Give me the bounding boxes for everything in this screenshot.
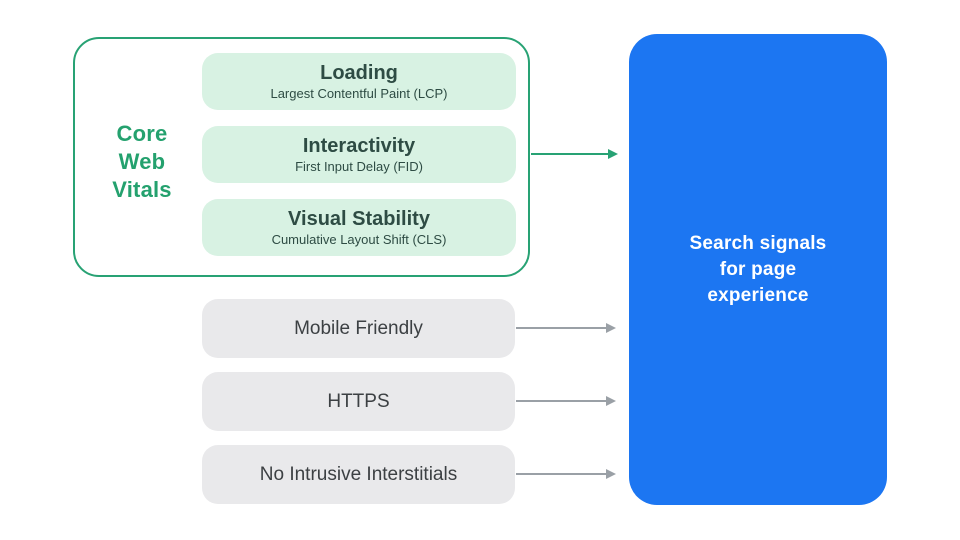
arrow-https-to-result	[516, 396, 616, 406]
metric-title-interactivity: Interactivity	[302, 135, 416, 157]
metric-pill-loading: Loading Largest Contentful Paint (LCP)	[202, 53, 516, 110]
arrow-mobile-friendly-to-result	[516, 323, 616, 333]
metric-pill-interactivity: Interactivity First Input Delay (FID)	[202, 126, 516, 183]
signal-pill-mobile-friendly: Mobile Friendly	[202, 299, 515, 358]
core-web-vitals-group: Core Web Vitals Loading Largest Contentf…	[73, 37, 530, 277]
signal-label-no-intrusive-interstitials: No Intrusive Interstitials	[259, 463, 458, 485]
signal-pill-no-intrusive-interstitials: No Intrusive Interstitials	[202, 445, 515, 504]
metric-title-visual-stability: Visual Stability	[288, 208, 430, 230]
metric-subtitle-fid: First Input Delay (FID)	[295, 159, 423, 174]
metric-subtitle-lcp: Largest Contentful Paint (LCP)	[270, 86, 448, 101]
search-signals-label: Search signals for page experience	[689, 232, 827, 306]
metric-pill-visual-stability: Visual Stability Cumulative Layout Shift…	[202, 199, 516, 256]
core-web-vitals-label: Core Web Vitals	[112, 121, 172, 202]
metric-subtitle-cls: Cumulative Layout Shift (CLS)	[271, 232, 447, 247]
signal-pill-https: HTTPS	[202, 372, 515, 431]
arrow-interstitials-to-result	[516, 469, 616, 479]
search-signals-box: Search signals for page experience	[629, 34, 887, 505]
signal-label-https: HTTPS	[327, 390, 390, 412]
arrow-core-web-vitals-to-result	[531, 149, 618, 159]
signal-label-mobile-friendly: Mobile Friendly	[294, 317, 423, 339]
metric-title-loading: Loading	[320, 62, 398, 84]
